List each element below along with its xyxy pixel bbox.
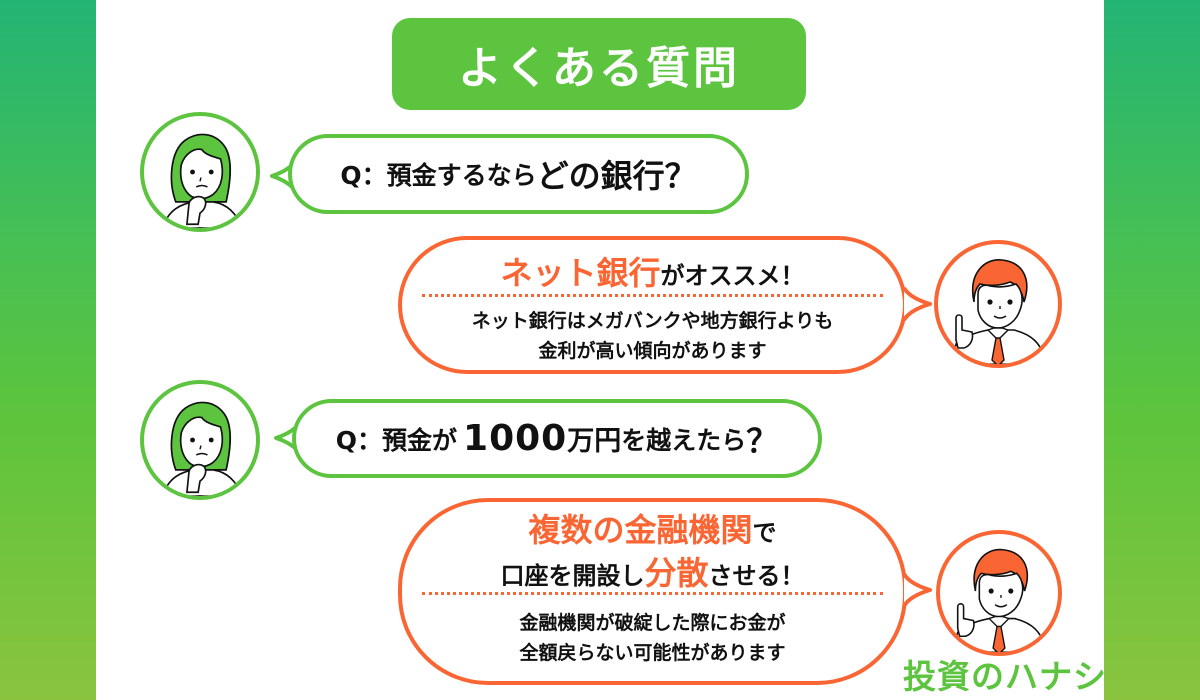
answer-headline-start: 口座を開設し	[500, 562, 645, 590]
answer-headline-highlight: ネット銀行	[500, 254, 661, 292]
answer-headline-highlight: 複数の金融機関	[528, 511, 753, 549]
answer-headline-1: ネット銀行がオススメ！	[402, 248, 903, 294]
answer-headline-rest: がオススメ！	[660, 262, 805, 290]
woman-thinking-icon	[140, 112, 260, 232]
dotted-divider	[422, 294, 883, 297]
brand-logo: 投資のハナシ	[903, 657, 1107, 696]
question-bubble-2: Q： 預金が 1000 万円 を越えたら ？	[292, 399, 822, 478]
question-bubble-1: Q： 預金するなら どの銀行？	[288, 134, 749, 214]
answer-bubble-1: ネット銀行がオススメ！ ネット銀行はメガバンクや地方銀行よりも 金利が高い傾向が…	[398, 236, 907, 374]
answer-headline-rest: させる！	[708, 562, 805, 590]
answer-headline-highlight: 分散	[644, 554, 709, 592]
question-prefix: Q：	[340, 161, 387, 190]
answer-body-line: 金利が高い傾向があります	[538, 340, 767, 362]
page-title: よくある質問	[458, 43, 740, 94]
question-text-normal: 預金が	[382, 425, 458, 455]
woman-thinking-icon	[140, 380, 260, 500]
question-text-2: Q： 預金が 1000 万円 を越えたら ？	[296, 403, 818, 474]
answer-body-1: ネット銀行はメガバンクや地方銀行よりも 金利が高い傾向があります	[402, 306, 903, 366]
question-text-emphasis: どの銀行？	[536, 157, 697, 195]
question-text-1: Q： 預金するなら どの銀行？	[292, 138, 745, 210]
speech-tail-right	[902, 572, 932, 608]
right-gradient-band	[1104, 0, 1200, 700]
question-amount: 1000	[463, 418, 568, 459]
answer-body-line: ネット銀行はメガバンクや地方銀行よりも	[471, 310, 834, 332]
answer-headline-rest: で	[752, 519, 777, 547]
page-title-banner: よくある質問	[392, 18, 806, 110]
question-text-normal: 預金するなら	[386, 161, 537, 190]
answer-headline-2: 複数の金融機関で 口座を開設し分散させる！	[402, 510, 903, 596]
answer-bubble-2: 複数の金融機関で 口座を開設し分散させる！ 金融機関が破綻した際にお金が 全額戻…	[398, 498, 907, 685]
answer-body-2: 金融機関が破綻した際にお金が 全額戻らない可能性があります	[402, 608, 903, 668]
left-gradient-band	[0, 0, 96, 700]
question-unit: 万円	[567, 426, 622, 457]
man-pointing-icon	[934, 240, 1062, 368]
man-pointing-icon	[936, 530, 1062, 656]
question-prefix: Q：	[335, 425, 382, 455]
question-mark: ？	[746, 421, 779, 460]
answer-body-line: 金融機関が破綻した際にお金が	[519, 612, 786, 634]
dotted-divider	[422, 592, 883, 595]
question-text-suffix: を越えたら	[621, 425, 747, 455]
answer-body-line: 全額戻らない可能性があります	[519, 642, 786, 664]
speech-tail-right	[902, 286, 932, 322]
